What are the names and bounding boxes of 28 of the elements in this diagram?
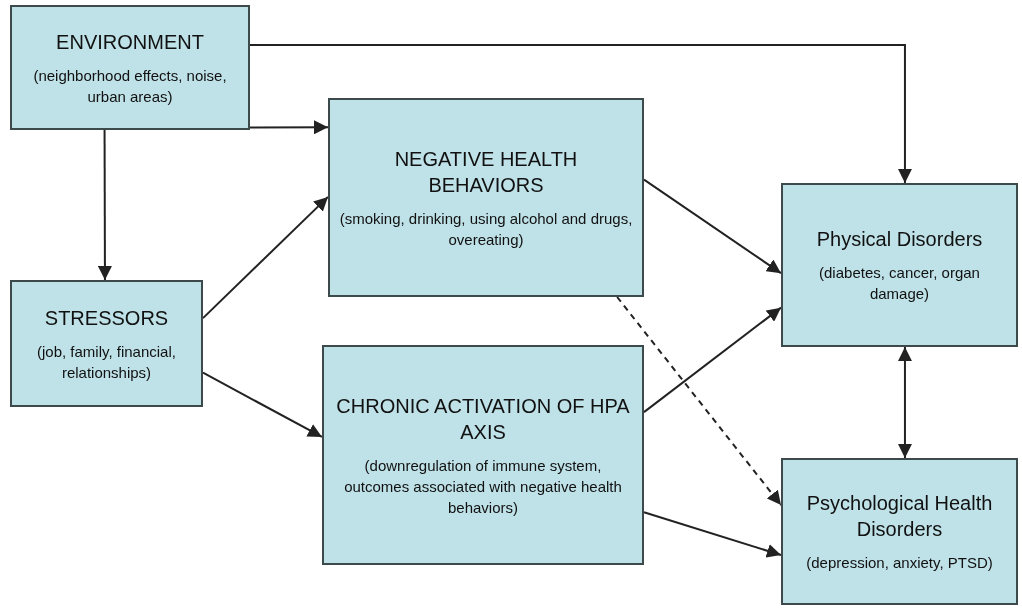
arrow xyxy=(897,346,912,459)
box-heading: ENVIRONMENT xyxy=(56,29,204,55)
arrow xyxy=(202,371,323,438)
box-description: (job, family, financial, relationships) xyxy=(36,341,177,383)
process-box xyxy=(10,5,250,130)
box-heading: Psychological Health Disorders xyxy=(805,491,994,542)
box-description: (diabetes, cancer, organ damage) xyxy=(818,263,981,304)
box-description: (downregulation of immune system, outcomes associated with negative health behaviors) xyxy=(343,455,623,518)
arrow xyxy=(97,129,112,281)
box-heading: Physical Disorders xyxy=(816,227,983,252)
arrow xyxy=(249,120,329,135)
arrow xyxy=(643,306,782,414)
process-box xyxy=(10,280,203,407)
process-box xyxy=(781,183,1018,347)
box-description: (neighborhood effects, noise, urban areas) xyxy=(32,65,228,107)
process-box xyxy=(328,98,644,297)
arrow xyxy=(643,178,782,275)
box-heading: NEGATIVE HEALTH BEHAVIORS xyxy=(393,146,579,198)
process-box xyxy=(322,345,644,565)
box-heading: CHRONIC ACTIVATION OF HPA AXIS xyxy=(335,393,631,445)
arrow xyxy=(202,195,329,320)
arrow xyxy=(643,511,782,558)
dashed-arrow xyxy=(616,296,782,507)
box-description: (smoking, drinking, using alcohol and drugs, overeating) xyxy=(338,208,634,250)
box-description: (depression, anxiety, PTSD) xyxy=(806,553,993,573)
process-box xyxy=(781,458,1018,605)
arrow xyxy=(249,44,912,184)
box-heading: STRESSORS xyxy=(44,305,169,331)
